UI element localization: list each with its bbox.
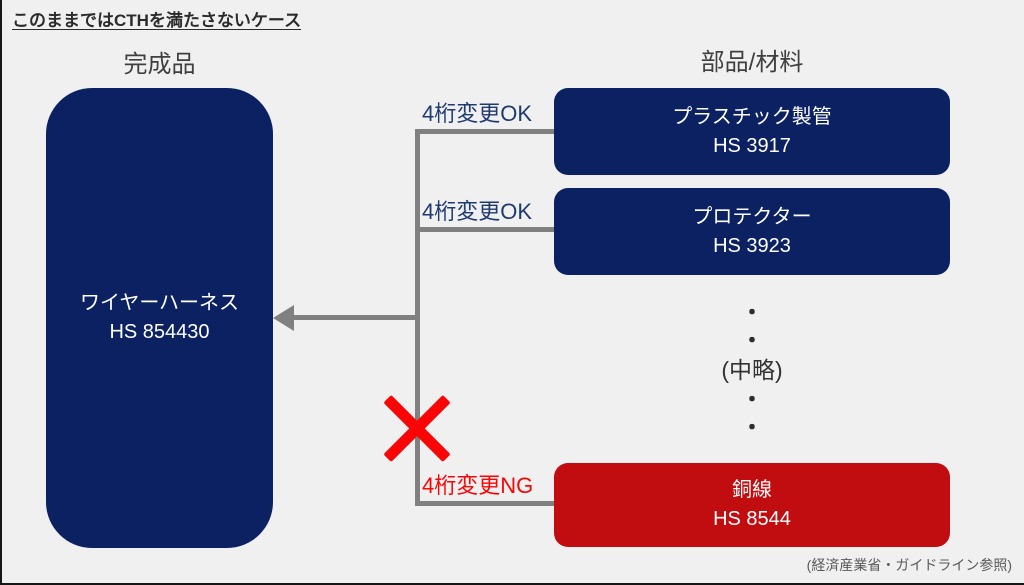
ellipsis-dot: ・ bbox=[740, 415, 763, 440]
part-box-protector: プロテクター HS 3923 bbox=[554, 188, 950, 275]
change-label-ng: 4桁変更NG bbox=[422, 473, 534, 498]
ellipsis-dot: ・ bbox=[740, 328, 763, 353]
left-arrowhead-icon bbox=[273, 305, 294, 331]
finished-product-name: ワイヤーハーネス bbox=[80, 292, 239, 314]
part-name: プラスチック製管 bbox=[672, 105, 832, 128]
change-label-ok-2: 4桁変更OK bbox=[422, 199, 533, 224]
part-hs-code: HS 3917 bbox=[713, 134, 791, 157]
heading-finished-product: 完成品 bbox=[123, 51, 196, 78]
omitted-parts-column: ・ ・ (中略) ・ ・ bbox=[554, 299, 950, 442]
ellipsis-dot: ・ bbox=[740, 387, 763, 412]
source-caption: (経済産業省・ガイドライン参照) bbox=[806, 557, 1012, 573]
rejection-cross-icon bbox=[383, 394, 451, 463]
part-box-plastic-pipe: プラスチック製管 HS 3917 bbox=[554, 88, 950, 175]
connector-branch-line-3 bbox=[415, 501, 554, 506]
page-title: このままではCTHを満たさないケース bbox=[12, 11, 302, 30]
heading-parts-materials: 部品/材料 bbox=[700, 49, 804, 76]
part-box-copper-wire: 銅線 HS 8544 bbox=[554, 463, 950, 547]
finished-product-box: ワイヤーハーネス HS 854430 bbox=[46, 88, 273, 548]
omitted-label: (中略) bbox=[721, 357, 783, 383]
part-hs-code: HS 8544 bbox=[713, 508, 791, 530]
connector-trunk-line bbox=[415, 129, 420, 506]
ellipsis-dot: ・ bbox=[740, 300, 763, 325]
part-hs-code: HS 3923 bbox=[713, 234, 791, 257]
arrow-shaft-line bbox=[292, 315, 415, 320]
part-name: 銅線 bbox=[732, 479, 772, 501]
connector-branch-line-1 bbox=[415, 129, 554, 134]
finished-product-hs-code: HS 854430 bbox=[109, 321, 210, 343]
change-label-ok-1: 4桁変更OK bbox=[422, 101, 533, 126]
part-name: プロテクター bbox=[692, 205, 812, 228]
connector-branch-line-2 bbox=[415, 227, 554, 232]
